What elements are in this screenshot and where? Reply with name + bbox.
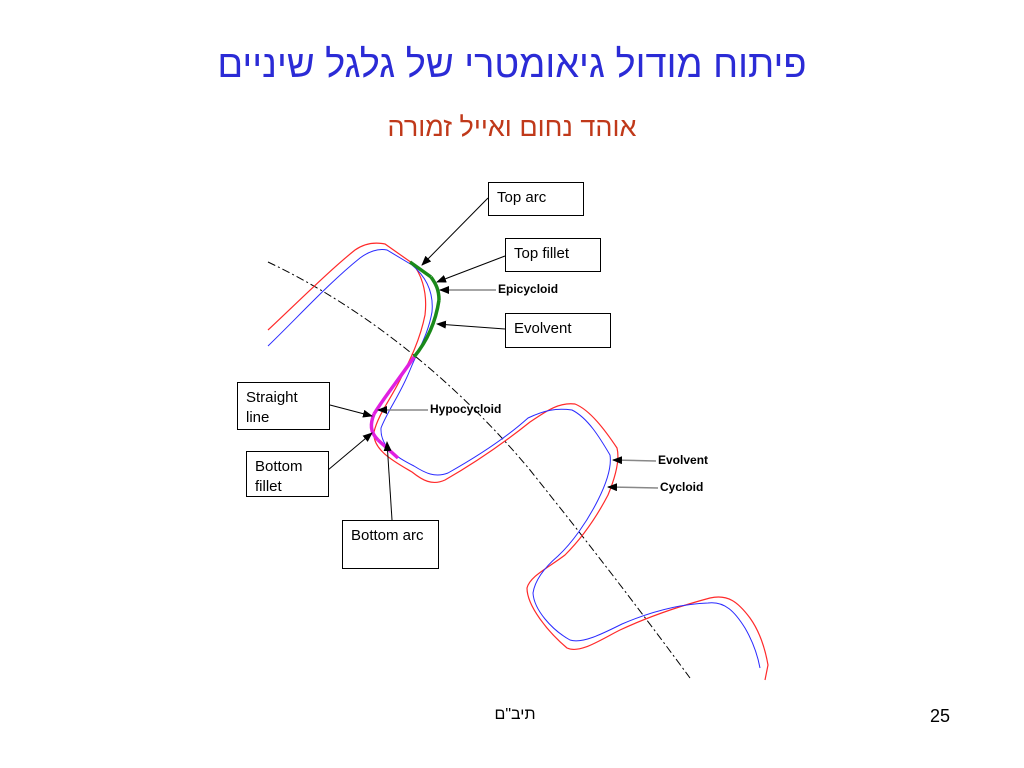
bottom-fillet-segment [369,413,380,442]
straight-line-segment [372,356,416,415]
top-arc-segment [408,260,433,279]
top-fillet-leader [436,255,506,283]
top-fillet-segment [429,275,441,301]
evolvent-right-leader [612,456,657,465]
slide-subtitle: אוהד נחום ואייל זמורה [387,112,637,142]
cycloid-profile-curve [267,242,769,681]
evolvent-right-tag: Evolvent [658,453,709,467]
bottom-fillet-callout: Bottom fillet [246,451,329,497]
bottom-arc-leader [383,441,393,521]
straight-line-callout: Straight line [237,382,330,430]
bottom-fillet-leader [327,432,373,471]
hypocycloid-tag: Hypocycloid [430,402,502,416]
top-arc-leader [421,197,489,266]
top-arc-callout: Top arc [488,182,584,216]
straight-line-leader [329,404,373,418]
evolvent-segment [412,299,441,359]
page-number: 25 [929,706,950,726]
footer-text: תיב"ם [494,706,536,723]
evolvent-callout: Evolvent [505,313,611,348]
cycloid-tag: Cycloid [660,480,704,494]
top-fillet-callout: Top fillet [505,238,601,272]
bottom-arc-callout: Bottom arc [342,520,439,569]
evolvent-profile-curve [267,249,761,669]
cycloid-leader [607,483,659,492]
pitch-circle-line [267,261,691,679]
evolvent-leader [436,320,506,330]
slide-title: פיתוח מודול גיאומטרי של גלגל שיניים [217,44,807,86]
epicycloid-tag: Epicycloid [498,282,559,296]
